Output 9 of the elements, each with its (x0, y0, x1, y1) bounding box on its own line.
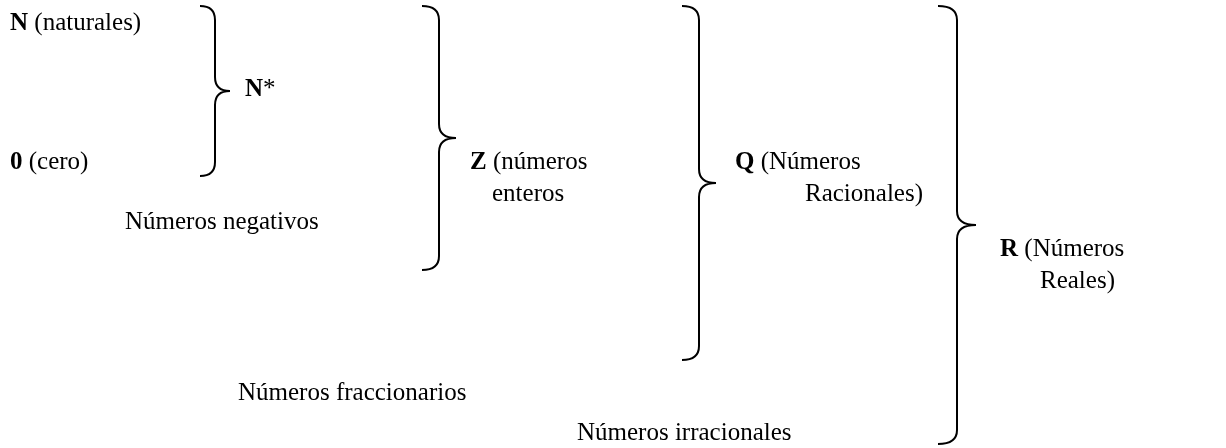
set-label: Números fraccionarios (238, 377, 467, 407)
set-label: N* (245, 73, 276, 103)
set-label: N (naturales) (10, 7, 142, 38)
set-label: Números irracionales (577, 417, 792, 447)
set-label: Números negativos (125, 206, 319, 236)
set-label: 0 (cero) (10, 146, 89, 176)
set-label: Q (Números Racionales) (735, 146, 924, 208)
set-label: R (Números Reales) (1000, 233, 1126, 295)
set-label: Z (números enteros (470, 146, 589, 208)
